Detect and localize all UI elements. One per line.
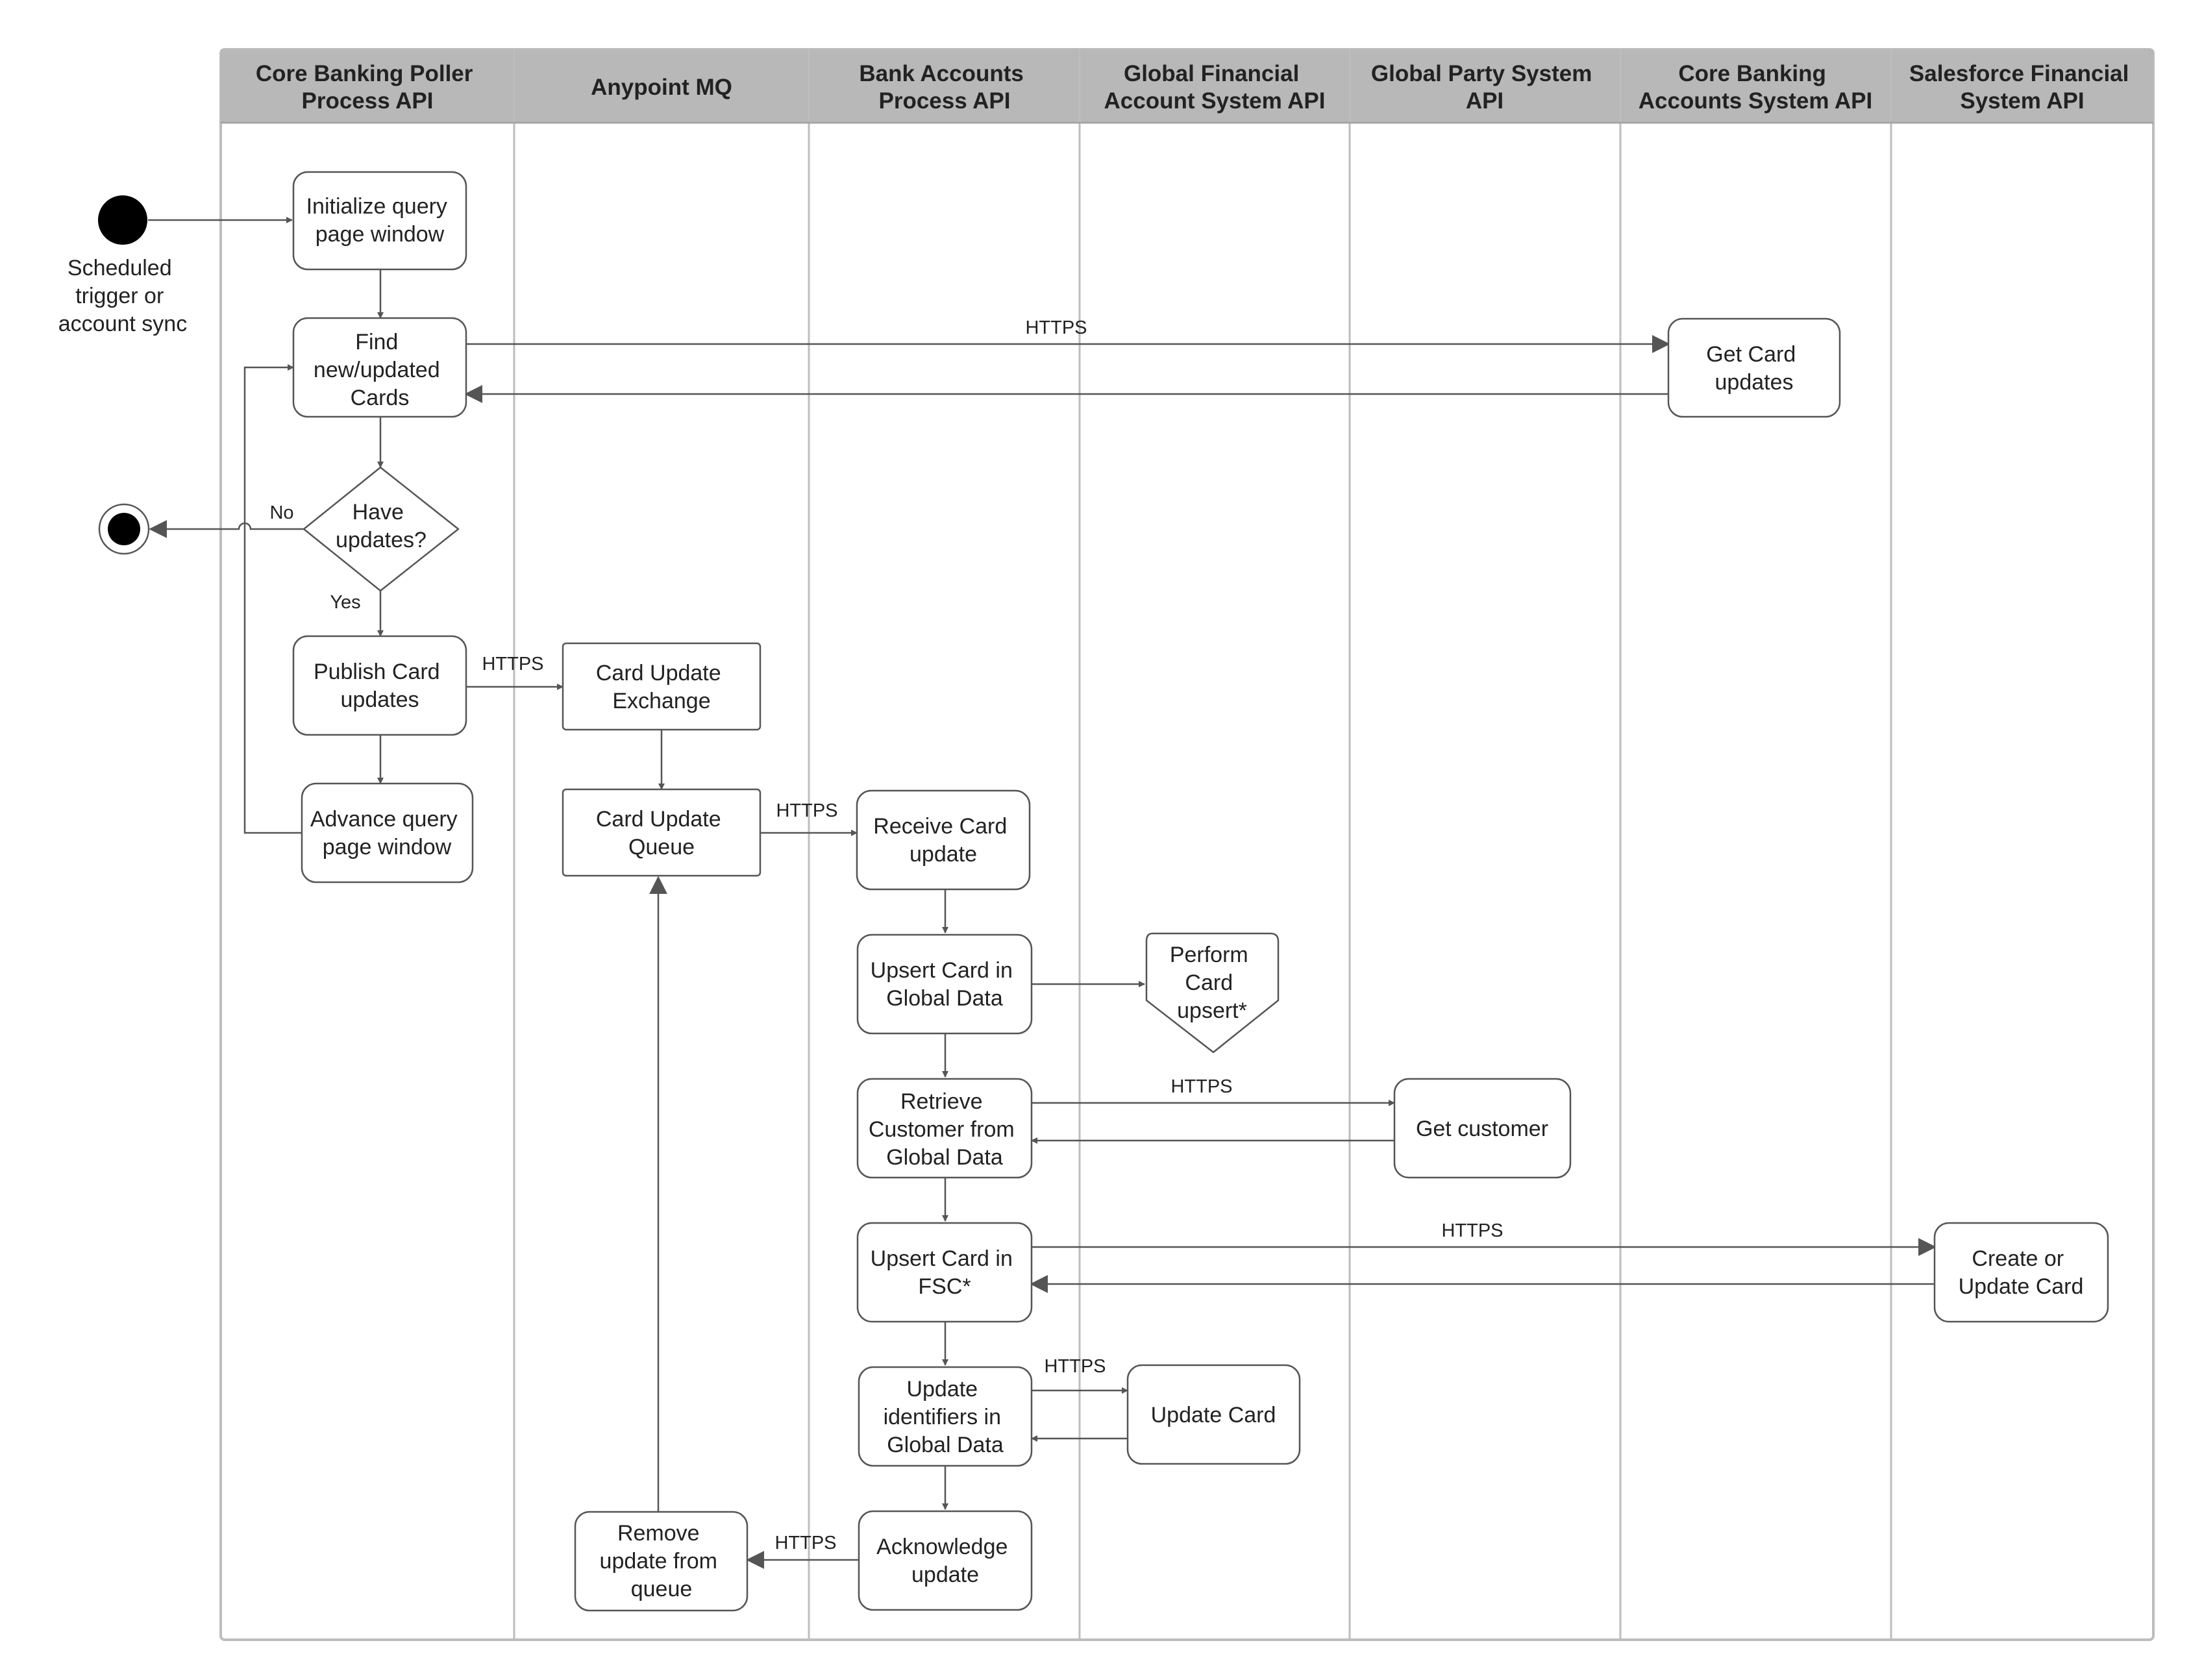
node-upsert-card-fsc: Upsert Card in FSC* <box>856 1222 1033 1323</box>
edges <box>148 217 1937 1569</box>
edge-label-publish-to-exchange: HTTPS <box>482 654 543 674</box>
node-initialize-query: Initialize query page window <box>292 171 467 271</box>
node-remove-from-queue: Remove update from queue <box>574 1511 749 1612</box>
lane-title-bank-accounts: Bank Accounts Process API <box>859 61 1030 114</box>
node-update-identifiers: Update identifiers in Global Data <box>858 1366 1033 1467</box>
edge-label-retrieve-to-get-customer: HTTPS <box>1170 1076 1232 1097</box>
edge-label-queue-to-receive: HTTPS <box>776 800 837 821</box>
svg-text:Upsert Card in FSC*: Upsert Card in FSC* <box>871 1246 1019 1299</box>
edge-label-ack-to-remove: HTTPS <box>774 1533 836 1553</box>
lane-title-anypoint-mq: Anypoint MQ <box>591 75 732 100</box>
svg-text:Get Card updates: Get Card updates <box>1706 342 1801 395</box>
svg-text:Get customer: Get customer <box>1416 1117 1548 1141</box>
svg-text:Remove update from: Remove update from queue <box>600 1521 724 1601</box>
svg-text:Create or Update Card: Create or Update Card <box>1959 1246 2084 1299</box>
lane-title-core-banking-poller: Core Banking Poller Process API <box>256 61 479 114</box>
lane-headers: Core Banking Poller Process API Anypoint… <box>256 61 2135 114</box>
node-get-card-updates: Get Card updates <box>1667 317 1841 418</box>
node-receive-card-update: Receive Card update <box>856 789 1031 891</box>
svg-text:Acknowledge update: Acknowledge update <box>876 1535 1014 1587</box>
node-find-updated-cards: Find new/updated Cards <box>292 317 467 418</box>
lane-title-global-financial-account: Global Financial Account System API <box>1104 61 1325 114</box>
node-have-updates-decision: Have updates? <box>303 466 460 592</box>
node-card-update-queue: Card Update Queue <box>562 788 761 877</box>
node-acknowledge-update: Acknowledge update <box>858 1510 1033 1611</box>
edge-labels: HTTPS No Yes HTTPS HTTPS HTTPS HTTPS HTT… <box>269 317 1503 1553</box>
lane-title-salesforce-financial: Salesforce Financial System API <box>1909 61 2135 114</box>
svg-text:Perform Card u: Perform Card upsert* <box>1170 943 1254 1023</box>
svg-text:Upsert Card in Global: Upsert Card in Global Data <box>871 958 1019 1011</box>
edge-label-find-to-get: HTTPS <box>1025 317 1087 338</box>
node-advance-query: Advance query page window <box>301 782 474 883</box>
lane-title-core-banking-accounts: Core Banking Accounts System API <box>1639 61 1872 114</box>
svg-text:Advance query page win: Advance query page window <box>310 807 464 859</box>
start-label: Scheduled trigger or account sync <box>58 256 187 336</box>
nodes: Scheduled trigger or account sync Initia… <box>58 171 2109 1612</box>
node-card-update-exchange: Card Update Exchange <box>562 642 761 731</box>
swimlane-frame <box>219 48 2155 1641</box>
node-publish-card-updates: Publish Card updates <box>292 635 467 736</box>
svg-text:Card Update Queue: Card Update Queue <box>596 807 727 859</box>
svg-text:Publish Card updates: Publish Card updates <box>314 660 446 712</box>
node-upsert-card-global: Upsert Card in Global Data <box>856 933 1033 1035</box>
edge-label-upsert-fsc-to-create: HTTPS <box>1441 1220 1503 1241</box>
svg-text:Find new/updated: Find new/updated Cards <box>314 330 446 410</box>
svg-text:Update Card: Update Card <box>1151 1403 1276 1427</box>
svg-text:Retrieve Customer from: Retrieve Customer from Global Data <box>869 1089 1021 1170</box>
node-perform-card-upsert: Perform Card upsert* <box>1145 932 1280 1054</box>
svg-text:Receive Card update: Receive Card update <box>873 814 1013 867</box>
node-create-or-update-card: Create or Update Card <box>1933 1222 2109 1323</box>
edge-advance-loop-to-find <box>243 364 302 834</box>
end-node <box>98 503 150 555</box>
svg-text:Have updates?: Have updates? <box>336 500 427 552</box>
svg-text:Update identifiers in: Update identifiers in Global Data <box>884 1377 1008 1457</box>
start-node <box>98 195 147 245</box>
node-retrieve-customer: Retrieve Customer from Global Data <box>856 1078 1033 1179</box>
edge-label-yes: Yes <box>330 592 360 613</box>
node-update-card: Update Card <box>1126 1364 1301 1465</box>
svg-text:Card Update Exchange: Card Update Exchange <box>596 661 727 713</box>
edge-label-no: No <box>269 502 293 523</box>
edge-label-update-ids-to-update-card: HTTPS <box>1044 1356 1106 1377</box>
lane-title-global-party-system: Global Party System API <box>1371 61 1598 114</box>
node-get-customer: Get customer <box>1393 1078 1572 1179</box>
svg-text:Initialize query page: Initialize query page window <box>306 194 454 247</box>
